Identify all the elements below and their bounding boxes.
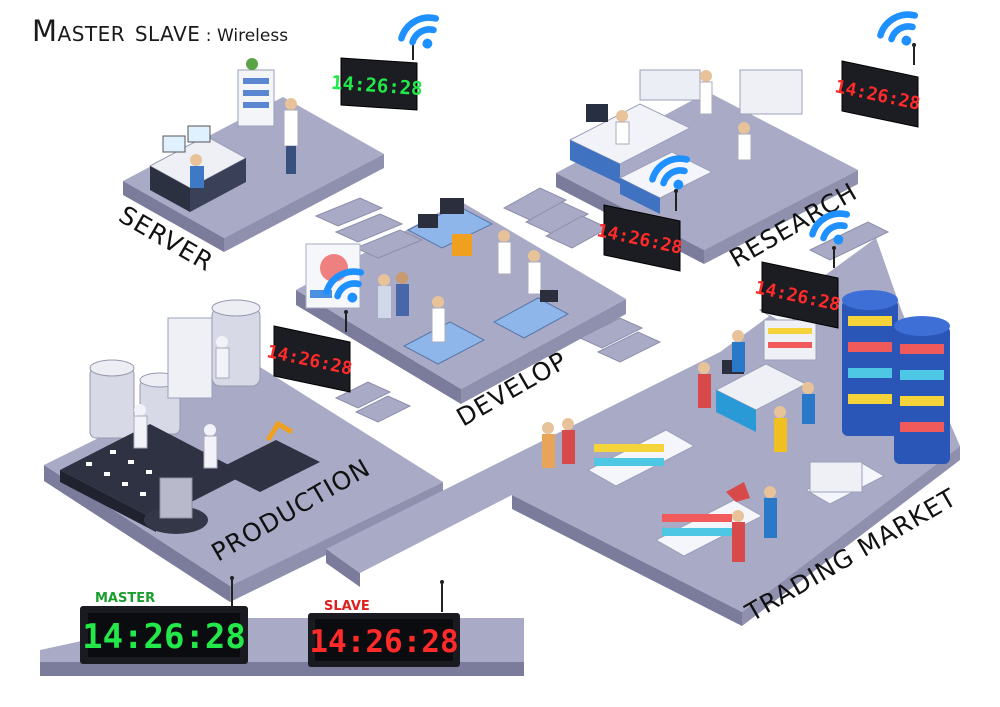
- clock-develop: 14:26:28: [265, 266, 372, 393]
- clock-trading-market: 14:26:28: [753, 208, 858, 329]
- antenna-icon: [832, 246, 836, 268]
- title-main: Master slave: [32, 14, 201, 48]
- trading-market-shelves: [542, 281, 950, 562]
- slave-label: SLAVE: [324, 599, 370, 614]
- master-clock: MASTER 14:26:28: [80, 576, 248, 664]
- page-title: Master slave : Wireless: [32, 14, 288, 48]
- antenna-icon: [344, 310, 348, 332]
- server-room-equipment: [148, 58, 299, 212]
- develop-office-equipment: [305, 198, 570, 365]
- antenna-icon: [912, 43, 916, 65]
- wifi-icon: [876, 9, 926, 55]
- title-separator: :: [200, 26, 217, 46]
- clock-research-wall: 14:26:28: [595, 153, 698, 272]
- master-label: MASTER: [95, 591, 155, 606]
- slave-clock: SLAVE 14:26:28: [308, 580, 460, 667]
- walkway-steps: [314, 187, 890, 423]
- clock-server: 14:26:28: [330, 12, 447, 111]
- production-machinery: [60, 299, 320, 534]
- wifi-icon: [397, 12, 447, 58]
- clock-research: 14:26:28: [833, 9, 926, 128]
- antenna-icon: [674, 189, 678, 211]
- title-sub: Wireless: [216, 26, 289, 46]
- antenna-icon: [230, 576, 234, 608]
- antenna-icon: [440, 580, 444, 612]
- master-clock-digits: 14:26:28: [82, 617, 246, 657]
- slave-clock-digits: 14:26:28: [309, 624, 458, 660]
